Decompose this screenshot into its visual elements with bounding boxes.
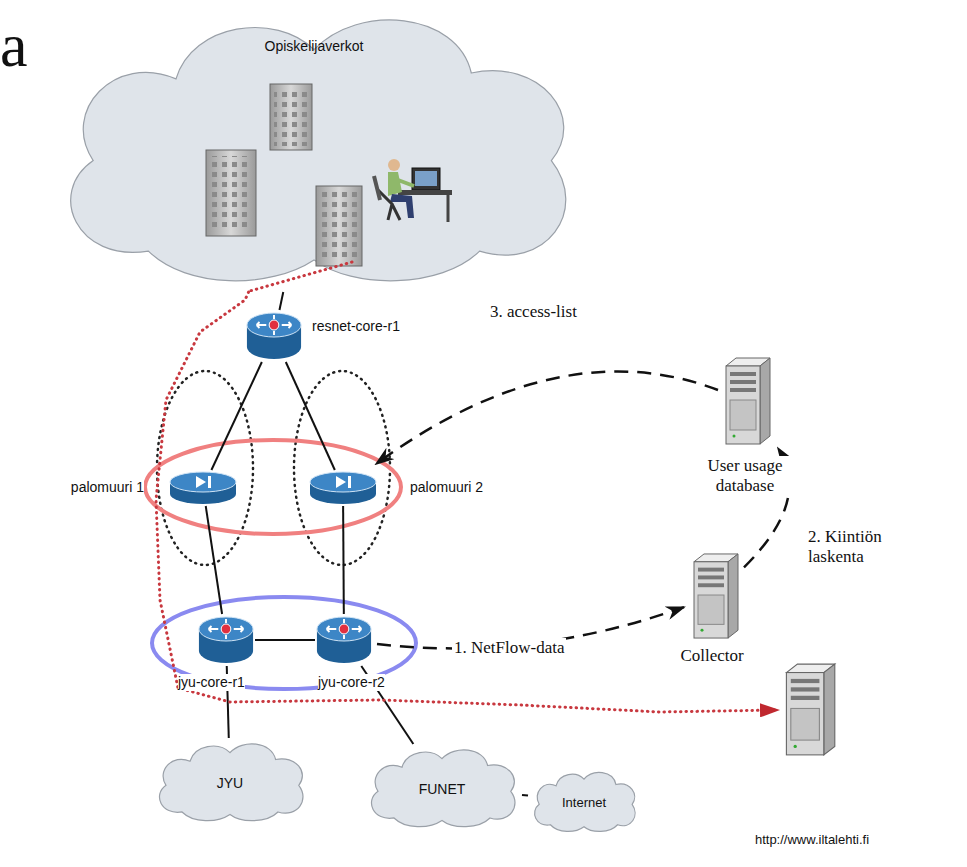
router-node: jyu-core-r1 (197, 614, 255, 666)
firewall-node: palomuuri 2 (308, 470, 378, 506)
stray-letter: a (0, 14, 28, 76)
label-holder: 3. access-list (488, 302, 579, 322)
firewall-highlight (145, 440, 401, 534)
dashed-flow-arrow (744, 448, 789, 567)
network-link (522, 794, 528, 797)
network-link (361, 666, 413, 744)
router-icon (245, 310, 303, 362)
device-label: palomuuri 2 (410, 479, 483, 496)
network-link (211, 362, 261, 470)
device-label: Collector (680, 646, 743, 666)
cloud-node: Opiskelijaverkot (38, 0, 590, 292)
server-icon (690, 552, 740, 640)
device-label: http://www.iltalehti.fi (755, 832, 869, 848)
cloud-node: FUNET (362, 744, 522, 830)
cloud-node: Internet (528, 768, 640, 834)
step-label: 1. NetFlow-data (452, 638, 566, 658)
server-icon (722, 356, 772, 446)
firewall-icon (168, 470, 238, 506)
cloud-label: Opiskelijaverkot (265, 38, 364, 55)
network-link (279, 292, 283, 310)
router-node: resnet-core-r1 (245, 310, 303, 362)
device-label: resnet-core-r1 (312, 318, 400, 335)
device-label: jyu-core-r1 (178, 674, 245, 691)
router-icon (197, 614, 255, 666)
network-link (255, 639, 315, 641)
building (316, 186, 362, 266)
dashed-flow-arrow (377, 607, 684, 648)
server-node: http://www.iltalehti.fi (782, 662, 837, 757)
server-node: User usage database (722, 356, 772, 446)
router-icon (315, 614, 373, 666)
dashed-flow-arrow (376, 371, 718, 464)
step-label: 2. Kiintiön laskenta (806, 527, 910, 568)
building (206, 150, 256, 236)
label-holder: 2. Kiintiön laskenta (806, 527, 910, 568)
server-icon (782, 662, 837, 757)
router-node: jyu-core-r2 (315, 614, 373, 666)
cloud-label: Internet (562, 795, 606, 811)
step-label: 3. access-list (488, 302, 579, 322)
network-link (342, 506, 345, 614)
label-holder: 1. NetFlow-data (452, 638, 566, 658)
person-at-computer (250, 159, 452, 291)
network-link (286, 362, 335, 470)
cloud-node: JYU (150, 738, 310, 824)
dotted-group-outline (157, 371, 253, 565)
cloud-label: FUNET (419, 781, 466, 798)
firewall-node: palomuuri 1 (168, 470, 238, 506)
dotted-group-outline (294, 371, 390, 565)
server-node: Collector (690, 552, 740, 640)
building (270, 84, 312, 150)
cloud-label: JYU (217, 775, 243, 792)
network-link (206, 506, 222, 614)
device-label: jyu-core-r2 (318, 674, 385, 691)
device-label: User usage database (690, 456, 800, 497)
firewall-icon (308, 470, 378, 506)
device-label: palomuuri 1 (71, 479, 144, 496)
traffic-path (156, 292, 778, 712)
label-holder: a (0, 14, 28, 76)
